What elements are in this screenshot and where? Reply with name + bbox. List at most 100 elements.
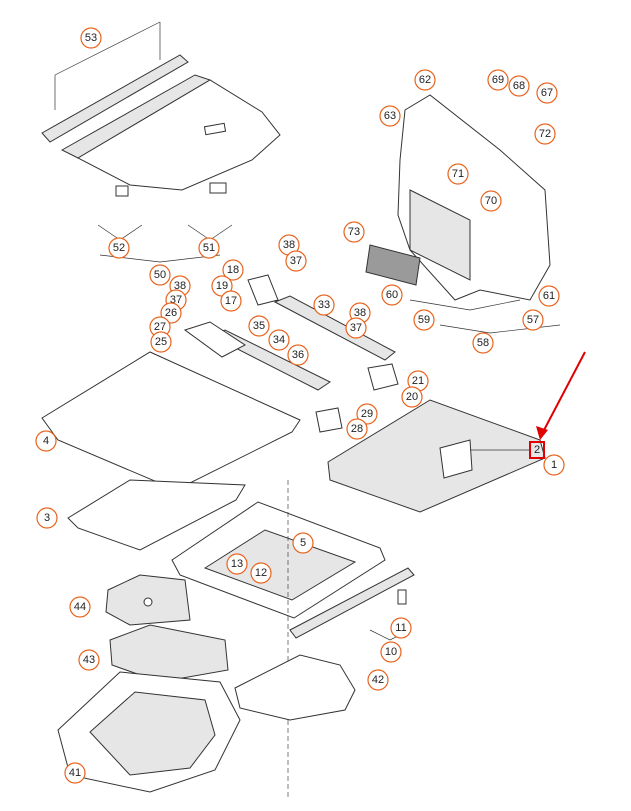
callout-label: 36 <box>292 349 304 361</box>
callout-25[interactable]: 25 <box>150 331 172 353</box>
callout-label: 12 <box>255 567 267 579</box>
callout-label: 10 <box>385 646 397 658</box>
callout-label: 68 <box>513 80 525 92</box>
callout-label: 59 <box>418 314 430 326</box>
callout-29[interactable]: 29 <box>356 403 378 425</box>
part-floor-panel <box>327 399 546 513</box>
callout-72[interactable]: 72 <box>534 123 556 145</box>
callout-61[interactable]: 61 <box>538 285 560 307</box>
callout-38-top[interactable]: 38 <box>278 234 300 256</box>
callout-label: 35 <box>253 320 265 332</box>
callout-42[interactable]: 42 <box>367 669 389 691</box>
callout-57[interactable]: 57 <box>522 309 544 331</box>
part-drawings <box>41 21 561 800</box>
callout-label: 13 <box>231 558 243 570</box>
callout-label: 28 <box>351 423 363 435</box>
callout-5[interactable]: 5 <box>292 532 314 554</box>
callout-label: 18 <box>227 264 239 276</box>
callout-68[interactable]: 68 <box>508 75 530 97</box>
callout-11[interactable]: 11 <box>390 617 412 639</box>
callout-label: 50 <box>154 269 166 281</box>
callout-label: 38 <box>354 307 366 319</box>
part-roller-blind <box>41 21 189 143</box>
callout-36[interactable]: 36 <box>287 344 309 366</box>
callout-label: 37 <box>290 255 302 267</box>
callout-label: 71 <box>452 168 464 180</box>
callout-69[interactable]: 69 <box>487 69 509 91</box>
callout-label: 4 <box>43 435 49 447</box>
callout-43[interactable]: 43 <box>78 649 100 671</box>
part-floor-mat <box>41 351 301 491</box>
callout-58[interactable]: 58 <box>472 332 494 354</box>
callout-label: 62 <box>419 74 431 86</box>
callout-label: 61 <box>543 290 555 302</box>
callout-4[interactable]: 4 <box>35 430 57 452</box>
callout-label: 44 <box>74 601 86 613</box>
callout-37-top[interactable]: 37 <box>285 250 307 272</box>
callout-63[interactable]: 63 <box>379 105 401 127</box>
callout-41[interactable]: 41 <box>64 762 86 784</box>
callout-50[interactable]: 50 <box>149 264 171 286</box>
callout-67[interactable]: 67 <box>536 82 558 104</box>
part-foam-insert <box>105 574 191 626</box>
callout-label: 27 <box>154 321 166 333</box>
callout-34[interactable]: 34 <box>268 329 290 351</box>
callout-label: 63 <box>384 110 396 122</box>
callout-52[interactable]: 52 <box>108 237 130 259</box>
callout-17[interactable]: 17 <box>220 290 242 312</box>
callout-label: 43 <box>83 654 95 666</box>
callout-label: 53 <box>85 32 97 44</box>
callout-label: 51 <box>203 242 215 254</box>
callout-label: 37 <box>350 322 362 334</box>
callout-label: 42 <box>372 674 384 686</box>
callout-73[interactable]: 73 <box>343 221 365 243</box>
callout-18[interactable]: 18 <box>222 259 244 281</box>
callout-label: 52 <box>113 242 125 254</box>
callout-label: 1 <box>551 459 557 471</box>
callout-1[interactable]: 1 <box>543 454 565 476</box>
callout-60[interactable]: 60 <box>381 284 403 306</box>
callout-label: 25 <box>155 336 167 348</box>
callout-label: 58 <box>477 337 489 349</box>
callout-28[interactable]: 28 <box>346 418 368 440</box>
callout-53[interactable]: 53 <box>80 27 102 49</box>
callout-10[interactable]: 10 <box>380 641 402 663</box>
callout-label: 60 <box>386 289 398 301</box>
callout-20[interactable]: 20 <box>401 386 423 408</box>
callout-51[interactable]: 51 <box>198 237 220 259</box>
callout-label: 21 <box>412 375 424 387</box>
callout-label: 34 <box>273 334 285 346</box>
part-tray-frame <box>171 480 386 800</box>
callout-3[interactable]: 3 <box>36 507 58 529</box>
part-side-trim-panel <box>365 94 561 334</box>
callout-2-highlighted[interactable]: 2 <box>529 441 545 459</box>
red-arrow-icon <box>536 351 586 440</box>
callout-70[interactable]: 70 <box>480 190 502 212</box>
callout-label: 19 <box>216 280 228 292</box>
callout-label: 5 <box>300 537 306 549</box>
callout-label: 33 <box>318 299 330 311</box>
callout-37-right[interactable]: 37 <box>345 317 367 339</box>
callout-12[interactable]: 12 <box>250 562 272 584</box>
callout-59[interactable]: 59 <box>413 309 435 331</box>
part-cover-3 <box>67 479 246 551</box>
callout-label: 26 <box>165 307 177 319</box>
part-spare-wheel-well <box>57 671 241 793</box>
callout-33[interactable]: 33 <box>313 294 335 316</box>
callout-label: 29 <box>361 408 373 420</box>
callout-label: 70 <box>485 195 497 207</box>
callout-26[interactable]: 26 <box>160 302 182 324</box>
callout-19[interactable]: 19 <box>211 275 233 297</box>
callout-label: 72 <box>539 128 551 140</box>
callout-13[interactable]: 13 <box>226 553 248 575</box>
callout-27[interactable]: 27 <box>149 316 171 338</box>
callout-62[interactable]: 62 <box>414 69 436 91</box>
callout-label: 69 <box>492 74 504 86</box>
callout-44[interactable]: 44 <box>69 596 91 618</box>
callout-label: 73 <box>348 226 360 238</box>
callout-35[interactable]: 35 <box>248 315 270 337</box>
callout-label: 38 <box>174 280 186 292</box>
callout-label: 20 <box>406 391 418 403</box>
callout-71[interactable]: 71 <box>447 163 469 185</box>
